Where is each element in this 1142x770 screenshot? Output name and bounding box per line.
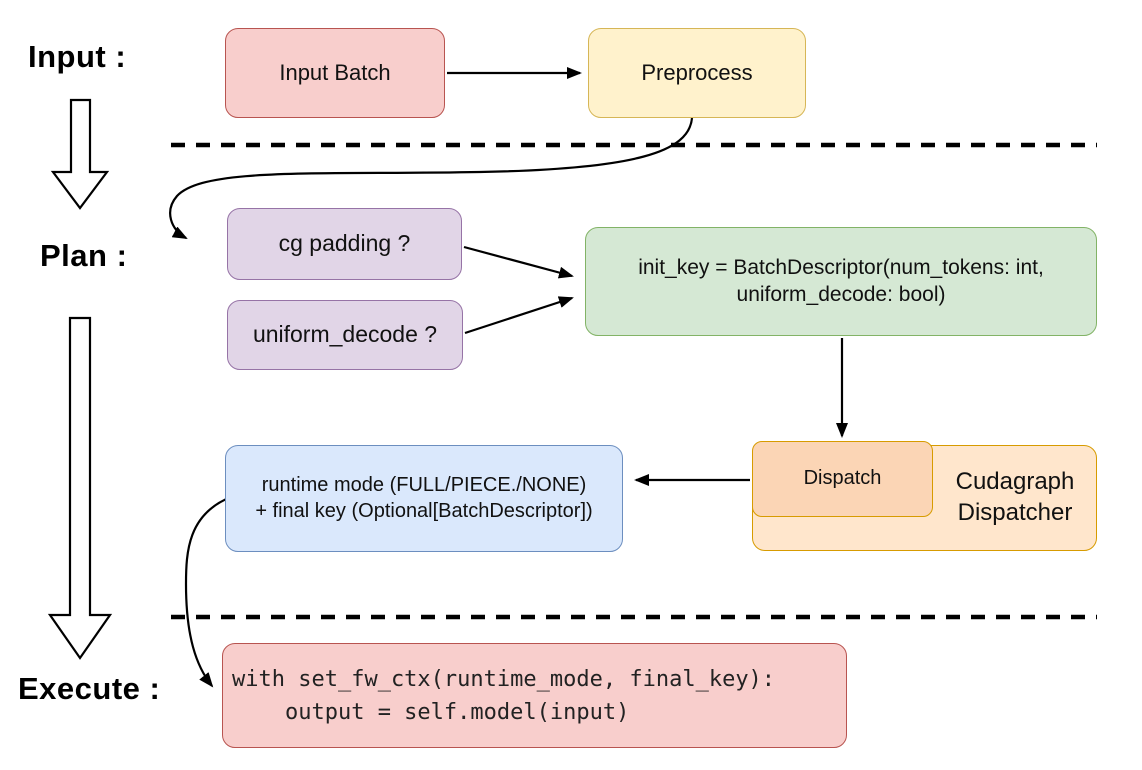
arrow-cgpadding-to-initkey (463, 245, 574, 279)
node-execute-code: with set_fw_ctx(runtime_mode, final_key)… (222, 643, 847, 748)
stage-label-plan: Plan : (40, 238, 128, 273)
node-init-key: init_key = BatchDescriptor(num_tokens: i… (585, 227, 1097, 336)
stage-label-execute: Execute : (18, 671, 161, 706)
node-preprocess: Preprocess (588, 28, 806, 118)
node-init-key-line1: init_key = BatchDescriptor(num_tokens: i… (638, 255, 1044, 279)
node-dispatch-label: Dispatch (803, 467, 882, 490)
node-runtime-result-line2: + final key (Optional[BatchDescriptor]) (255, 499, 593, 522)
input-stage-arrow (50, 98, 110, 210)
node-uniform-decode: uniform_decode ? (227, 300, 463, 370)
node-cudagraph-dispatcher-label: Cudagraph Dispatcher (933, 458, 1097, 538)
node-cg-padding: cg padding ? (227, 208, 462, 280)
node-runtime-result: runtime mode (FULL/PIECE./NONE) + final … (225, 445, 623, 552)
node-cg-padding-label: cg padding ? (278, 230, 411, 257)
node-input-batch: Input Batch (225, 28, 445, 118)
arrow-preprocess-to-plan (169, 117, 694, 239)
arrow-uniformdecode-to-initkey (464, 296, 574, 335)
arrow-runtime-to-execute (184, 495, 232, 688)
node-input-batch-label: Input Batch (279, 59, 391, 85)
node-dispatch: Dispatch (752, 441, 933, 517)
node-init-key-line2: uniform_decode: bool) (736, 282, 946, 306)
execute-code-line1: with set_fw_ctx(runtime_mode, final_key)… (232, 666, 776, 692)
node-runtime-result-line1: runtime mode (FULL/PIECE./NONE) (261, 473, 587, 496)
execute-code-line2: output = self.model(input) (232, 699, 630, 725)
cudagraph-label-line1: Cudagraph (955, 468, 1075, 496)
cudagraph-label-line2: Dispatcher (957, 499, 1073, 526)
node-uniform-decode-label: uniform_decode ? (252, 321, 438, 348)
plan-stage-arrow (47, 316, 113, 660)
node-preprocess-label: Preprocess (641, 59, 753, 85)
stage-label-input: Input : (28, 39, 127, 74)
